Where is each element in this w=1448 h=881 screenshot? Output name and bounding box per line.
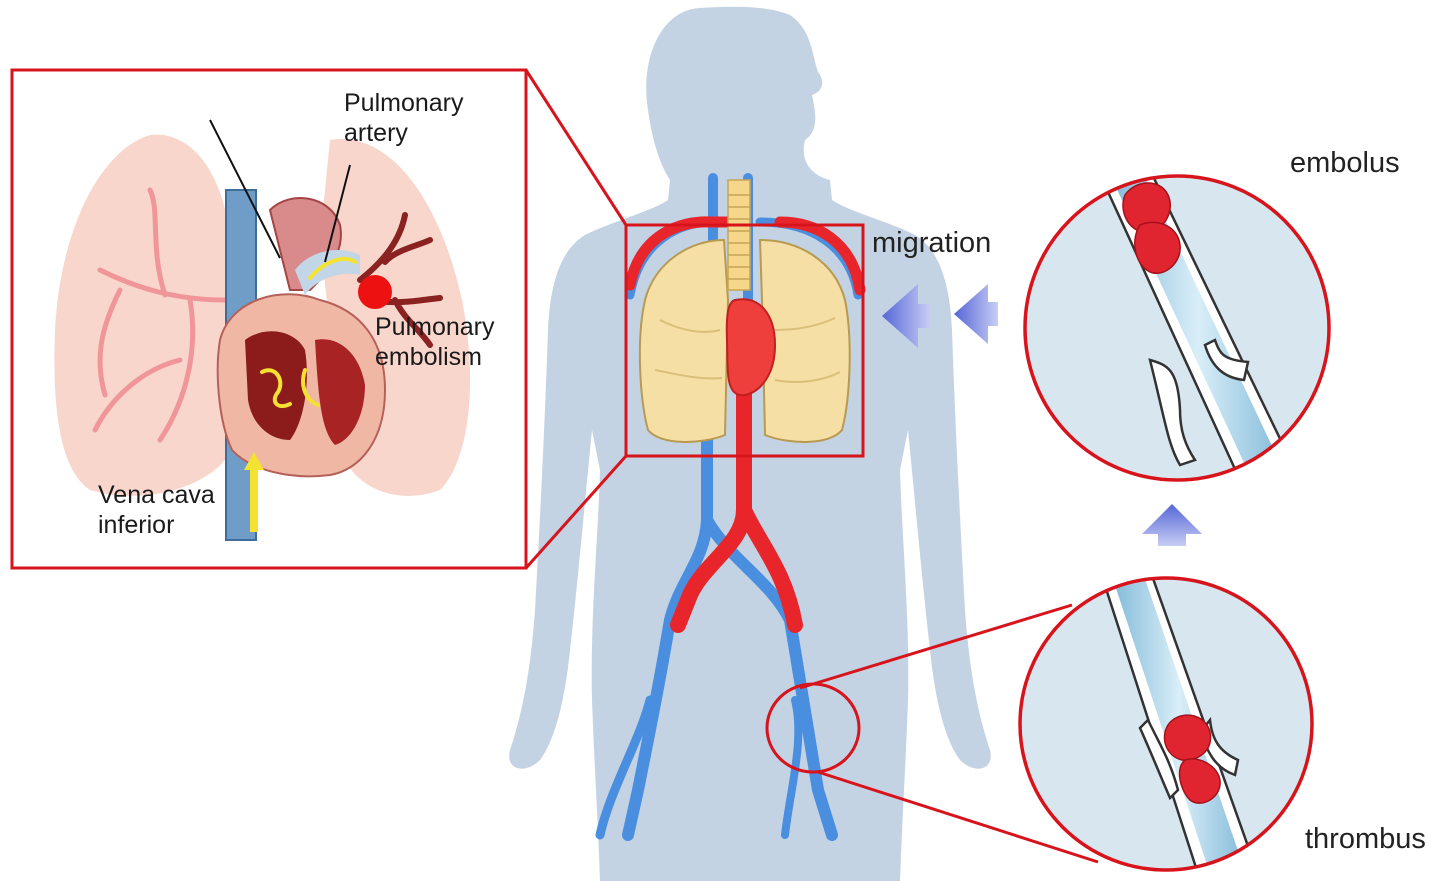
- label-migration: migration: [872, 226, 991, 261]
- embolus-detail-circle: [1025, 170, 1329, 480]
- label-vena-cava-line2: inferior: [98, 510, 215, 540]
- label-pulmonary-embolism-line1: Pulmonary: [375, 312, 495, 342]
- label-pulmonary-embolism-line2: embolism: [375, 342, 495, 372]
- label-pulmonary-artery: Pulmonary artery: [344, 88, 464, 148]
- label-vena-cava-inferior: Vena cava inferior: [98, 480, 215, 540]
- label-embolus: embolus: [1290, 146, 1400, 181]
- label-thrombus: thrombus: [1305, 822, 1426, 857]
- label-vena-cava-line1: Vena cava: [98, 480, 215, 510]
- thrombus-detail-circle: [1020, 570, 1312, 880]
- trachea: [728, 180, 750, 290]
- label-pulmonary-artery-line2: artery: [344, 118, 464, 148]
- upward-arrow: [1142, 504, 1202, 546]
- migration-arrow-2: [954, 284, 998, 344]
- label-pulmonary-artery-line1: Pulmonary: [344, 88, 464, 118]
- label-pulmonary-embolism: Pulmonary embolism: [375, 312, 495, 372]
